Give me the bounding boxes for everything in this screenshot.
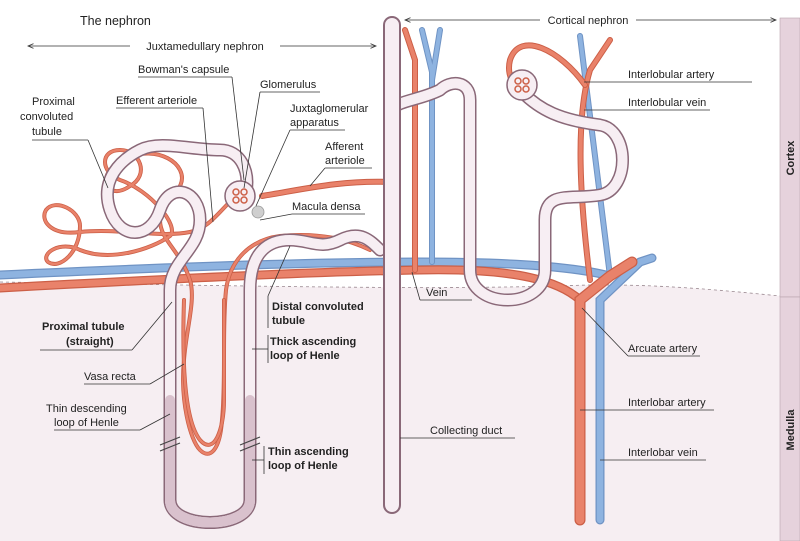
label-interlobular-vein: Interlobular vein	[584, 97, 710, 111]
svg-text:tubule: tubule	[32, 126, 62, 138]
label-thin-descending-loop: Thin descending loop of Henle	[46, 403, 171, 431]
label-distal-convoluted-tubule: Distal convoluted tubule	[267, 245, 364, 328]
label-interlobar-vein: Interlobar vein	[600, 447, 706, 461]
svg-text:Thick ascending: Thick ascending	[270, 336, 356, 348]
label-interlobular-artery: Interlobular artery	[584, 69, 752, 83]
break-marks	[159, 436, 261, 452]
cortex-medulla-boundary	[0, 281, 781, 297]
svg-text:Distal convoluted: Distal convoluted	[272, 301, 364, 313]
juxtamedullary-region-arrow: Juxtamedullary nephron	[28, 41, 376, 53]
svg-text:Vein: Vein	[426, 287, 447, 299]
label-vasa-recta: Vasa recta	[84, 363, 185, 385]
diagram-title: The nephron	[80, 14, 151, 28]
svg-text:Interlobular artery: Interlobular artery	[628, 69, 715, 81]
svg-text:loop of Henle: loop of Henle	[268, 460, 338, 472]
label-proximal-tubule-straight: Proximal tubule (straight)	[40, 301, 173, 351]
svg-text:Efferent arteriole: Efferent arteriole	[116, 95, 197, 107]
tubules	[100, 16, 629, 529]
label-efferent-arteriole: Efferent arteriole	[116, 95, 214, 223]
svg-text:Proximal tubule: Proximal tubule	[42, 321, 125, 333]
label-macula-densa: Macula densa	[259, 201, 365, 221]
label-arcuate-artery: Arcuate artery	[581, 307, 700, 357]
svg-text:Vasa recta: Vasa recta	[84, 371, 137, 383]
label-bowmans-capsule: Bowman's capsule	[138, 64, 245, 181]
svg-text:Bowman's capsule: Bowman's capsule	[138, 64, 229, 76]
svg-text:Arcuate artery: Arcuate artery	[628, 343, 698, 355]
label-collecting-duct: Collecting duct	[400, 425, 515, 439]
svg-text:Thin descending: Thin descending	[46, 403, 127, 415]
juxtamedullary-glomerulus	[224, 180, 265, 219]
svg-text:arteriole: arteriole	[325, 155, 365, 167]
svg-text:Glomerulus: Glomerulus	[260, 79, 317, 91]
cortical-region-label: Cortical nephron	[548, 15, 629, 27]
label-thick-ascending-loop: Thick ascending loop of Henle	[252, 335, 356, 363]
svg-text:Afferent: Afferent	[325, 141, 363, 153]
svg-text:Proximal: Proximal	[32, 96, 75, 108]
svg-text:Juxtaglomerular: Juxtaglomerular	[290, 103, 369, 115]
medulla-tab-label: Medulla	[785, 409, 797, 451]
svg-text:loop of Henle: loop of Henle	[270, 350, 340, 362]
label-interlobar-artery: Interlobar artery	[580, 397, 714, 411]
svg-text:tubule: tubule	[272, 315, 305, 327]
svg-text:convoluted: convoluted	[20, 111, 73, 123]
svg-text:apparatus: apparatus	[290, 117, 339, 129]
veins	[0, 27, 657, 525]
label-juxtaglomerular-apparatus: Juxtaglomerular apparatus	[255, 103, 369, 207]
svg-text:Thin ascending: Thin ascending	[268, 446, 349, 458]
svg-text:Macula densa: Macula densa	[292, 201, 361, 213]
svg-text:Collecting duct: Collecting duct	[430, 425, 502, 437]
label-proximal-convoluted-tubule: Proximal convoluted tubule	[20, 96, 109, 189]
label-glomerulus: Glomerulus	[243, 79, 320, 189]
svg-text:Interlobar artery: Interlobar artery	[628, 397, 706, 409]
label-afferent-arteriole: Afferent arteriole	[309, 141, 372, 187]
svg-text:(straight): (straight)	[66, 336, 114, 348]
juxtamedullary-region-label: Juxtamedullary nephron	[146, 41, 263, 53]
cortical-region-arrow: Cortical nephron	[405, 15, 776, 27]
label-vein: Vein	[411, 271, 472, 301]
svg-text:loop of Henle: loop of Henle	[54, 417, 119, 429]
cortex-tab-label: Cortex	[785, 140, 797, 176]
cortical-glomerulus	[506, 69, 538, 101]
svg-text:Interlobar vein: Interlobar vein	[628, 447, 698, 459]
medulla-tab	[779, 296, 800, 541]
svg-text:Interlobular vein: Interlobular vein	[628, 97, 706, 109]
label-thin-ascending-loop: Thin ascending loop of Henle	[252, 446, 349, 474]
